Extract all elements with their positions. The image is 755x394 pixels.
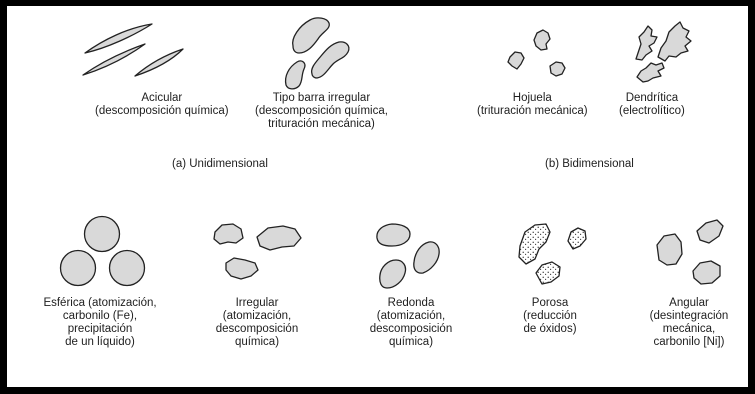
caption-irregular-line2: (atomización, [197,310,317,323]
caption-irregular: Irregular (atomización, descomposición q… [197,297,317,349]
caption-dendritic-method: (electrolítico) [619,105,685,118]
heading-bidimensional: (b) Bidimensional [545,158,634,170]
spherical-shapes [61,217,145,286]
caption-irregular-bar: Tipo barra irregular (descomposición quí… [255,92,388,131]
caption-angular-line4: carbonilo [Ni]) [632,336,746,349]
caption-porous: Porosa (reducción de óxidos) [500,297,600,336]
caption-flake-title: Hojuela [477,92,588,105]
caption-rounded-line2: (atomización, [351,310,471,323]
caption-dendritic-title: Dendrítica [619,92,685,105]
angular-shapes [657,220,723,284]
flake-shapes [508,30,565,76]
caption-irregular-line4: química) [197,336,317,349]
caption-spherical-line2: carbonilo (Fe), [7,310,193,323]
caption-acicular: Acicular (descomposición química) [95,92,229,118]
caption-angular: Angular (desintegración mecánica, carbon… [632,297,746,349]
caption-flake: Hojuela (trituración mecánica) [477,92,588,118]
caption-irregular-title: Irregular [197,297,317,310]
caption-porous-line3: de óxidos) [500,323,600,336]
caption-spherical: Esférica (atomización, carbonilo (Fe), p… [7,297,193,349]
caption-acicular-title: Acicular [95,92,229,105]
irregular-bar-shapes [286,18,349,89]
caption-dendritic: Dendrítica (electrolítico) [619,92,685,118]
caption-angular-title: Angular [632,297,746,310]
caption-porous-title: Porosa [500,297,600,310]
caption-irregular-line3: descomposición [197,323,317,336]
irregular-shapes [214,224,301,279]
caption-angular-line3: mecánica, [632,323,746,336]
rounded-shapes [377,224,439,288]
heading-unidimensional: (a) Unidimensional [172,158,268,170]
caption-porous-line2: (reducción [500,310,600,323]
caption-rounded-line3: descomposición [351,323,471,336]
caption-bar-method-2: trituración mecánica) [255,118,388,131]
caption-rounded-line4: química) [351,336,471,349]
dendritic-shapes [636,22,691,82]
caption-rounded-title: Redonda [351,297,471,310]
caption-spherical-line3: precipitación [7,323,193,336]
caption-rounded: Redonda (atomización, descomposición quí… [351,297,471,349]
caption-flake-method: (trituración mecánica) [477,105,588,118]
porous-shapes [519,224,586,284]
acicular-shapes [83,24,183,76]
caption-spherical-line4: de un líquido) [7,336,193,349]
caption-bar-title: Tipo barra irregular [255,92,388,105]
figure-panel: Acicular (descomposición química) Tipo b… [7,6,748,387]
caption-angular-line2: (desintegración [632,310,746,323]
caption-bar-method-1: (descomposición química, [255,105,388,118]
caption-spherical-title: Esférica (atomización, [7,297,193,310]
caption-acicular-method: (descomposición química) [95,105,229,118]
